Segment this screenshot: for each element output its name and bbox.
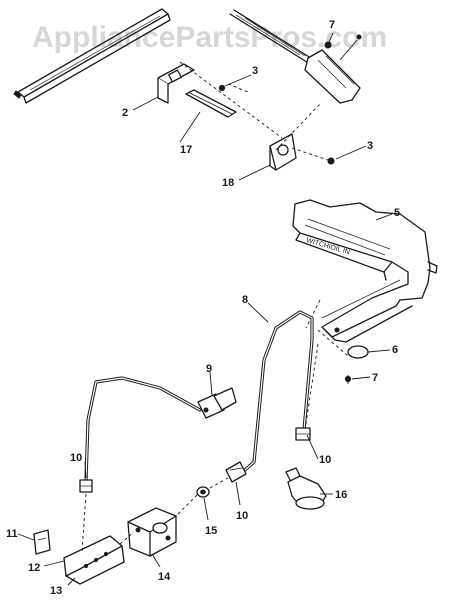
burner-assembly: WITCHIOIL IN (292, 199, 438, 343)
callout-label: 10 (70, 452, 82, 464)
safety-valve (197, 387, 237, 419)
slide-rail (13, 8, 171, 104)
valve-bracket-lower (127, 507, 177, 557)
callout-label: 18 (222, 177, 234, 189)
callout-label: 3 (367, 140, 373, 152)
callout-label: 3 (252, 65, 258, 77)
gas-tubing (234, 310, 314, 480)
valve-bracket (269, 133, 297, 171)
pilot-tubing (84, 376, 202, 482)
callout-label: 7 (372, 372, 378, 384)
compression-fitting (225, 461, 247, 483)
valve-shaft (229, 9, 361, 104)
screw (327, 157, 335, 165)
pilot-burner (285, 467, 327, 510)
compression-fitting (295, 427, 311, 441)
adapter-nut (196, 486, 210, 498)
callout-label: 17 (180, 144, 192, 156)
callout-label: 9 (206, 363, 212, 375)
callout-label: 2 (122, 107, 128, 119)
callout-label: 10 (236, 510, 248, 522)
mounting-plate (33, 529, 51, 555)
screw (218, 84, 226, 92)
bracket-rod (185, 89, 237, 118)
mounting-bracket (157, 63, 195, 104)
callout-label: 8 (242, 294, 248, 306)
watermark-text: AppliancePartsPros.com (32, 21, 387, 54)
callout-label: 13 (50, 585, 62, 597)
orifice-cap (347, 345, 369, 359)
thermostat-body (63, 535, 125, 585)
callout-label: 5 (394, 207, 400, 219)
callout-label: 11 (6, 528, 18, 540)
callout-label: 7 (329, 19, 335, 31)
callout-label: 12 (28, 562, 40, 574)
callout-label: 15 (205, 525, 217, 537)
callout-label: 6 (392, 344, 398, 356)
callout-label: 14 (158, 571, 171, 583)
callout-label: 16 (335, 489, 347, 501)
screw (356, 34, 362, 40)
callout-label: 10 (319, 454, 331, 466)
compression-fitting (79, 479, 93, 493)
